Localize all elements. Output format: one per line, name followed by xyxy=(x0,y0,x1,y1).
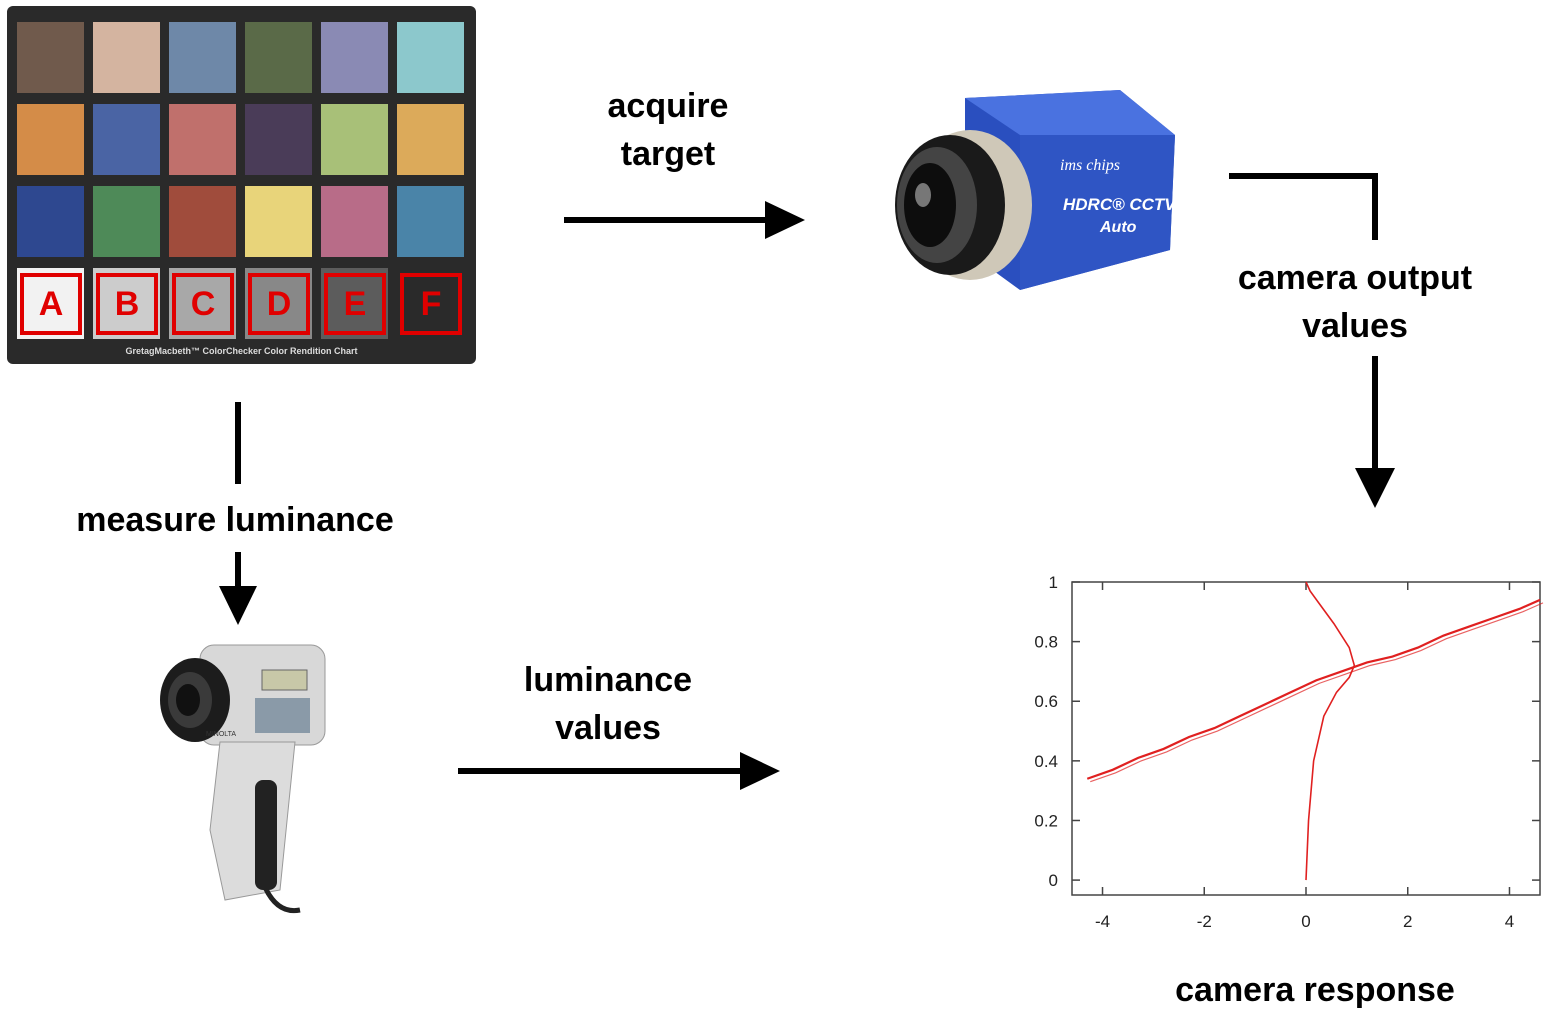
camera-response-label: camera response xyxy=(1175,971,1455,1009)
camera-mode-text: Auto xyxy=(1099,219,1137,236)
gray-patch: F xyxy=(397,268,464,339)
patch-letter-box: A xyxy=(20,273,82,335)
color-patch xyxy=(397,104,464,175)
camera-model-text: HDRC® CCTV xyxy=(1063,195,1177,214)
color-patch xyxy=(169,186,236,257)
y-tick-label: 0.2 xyxy=(1034,811,1058,830)
acquire-target-label: acquire target xyxy=(607,87,729,173)
color-patch xyxy=(17,104,84,175)
y-tick-label: 0.6 xyxy=(1034,692,1058,711)
patch-letter: D xyxy=(266,285,292,323)
y-tick-label: 0.4 xyxy=(1034,752,1058,771)
color-patch xyxy=(169,104,236,175)
y-tick-label: 0 xyxy=(1049,871,1058,890)
plot-lines xyxy=(1086,581,1544,881)
patch-letter-box: F xyxy=(400,273,462,335)
plot-axes: -4 -2 0 2 4 0 0.2 0.4 0.6 0.8 1 xyxy=(1034,573,1541,931)
color-patch xyxy=(17,186,84,257)
color-patch xyxy=(245,22,312,93)
series-line xyxy=(1086,598,1541,780)
y-tick-label: 1 xyxy=(1049,573,1058,592)
series-line-band xyxy=(1090,602,1544,783)
patch-letter: E xyxy=(343,285,367,323)
patch-letter: C xyxy=(190,285,216,323)
gray-patch: C xyxy=(169,268,236,339)
x-tick-label: 0 xyxy=(1301,912,1310,931)
color-patch xyxy=(169,22,236,93)
meter-brand-text: MINOLTA xyxy=(206,731,236,738)
camera-output-arrow xyxy=(1229,173,1395,508)
color-checker-chart: A B C D E F GretagMacbeth™ ColorChecker Color… xyxy=(7,6,476,364)
industrial-camera-image: ims chips HDRC® CCTV Auto xyxy=(895,90,1177,290)
luminance-meter-image: MINOLTA xyxy=(160,644,326,914)
patch-letter-box: E xyxy=(324,273,386,335)
patch-letter-box: C xyxy=(172,273,234,335)
color-patch xyxy=(397,22,464,93)
gray-patch: B xyxy=(93,268,160,339)
patch-letter-box: B xyxy=(96,273,158,335)
luminance-arrow xyxy=(458,752,780,790)
y-tick-label: 0.8 xyxy=(1034,633,1058,652)
gray-patch: D xyxy=(245,268,312,339)
luminance-values-label: luminance values xyxy=(523,661,693,747)
measure-arrow xyxy=(219,402,257,625)
x-tick-label: 2 xyxy=(1403,912,1412,931)
x-tick-label: 4 xyxy=(1505,912,1514,931)
camera-response-plot: -4 -2 0 2 4 0 0.2 0.4 0.6 0.8 1 xyxy=(1034,573,1544,931)
color-patch xyxy=(321,22,388,93)
color-patch xyxy=(245,104,312,175)
measure-luminance-label: measure luminance xyxy=(76,501,394,539)
patch-letter: B xyxy=(114,285,140,323)
x-tick-label: -4 xyxy=(1095,912,1110,931)
color-patch xyxy=(93,104,160,175)
patch-letter-box: D xyxy=(248,273,310,335)
patch-letter: A xyxy=(38,285,64,323)
color-patch xyxy=(245,186,312,257)
gray-patch: E xyxy=(321,268,388,339)
x-tick-label: -2 xyxy=(1197,912,1212,931)
color-patch xyxy=(321,186,388,257)
series-line xyxy=(1305,581,1356,881)
camera-output-values-label: camera output values xyxy=(1237,259,1473,345)
patch-letter: F xyxy=(420,285,442,323)
color-patch xyxy=(397,186,464,257)
color-patch xyxy=(17,22,84,93)
camera-brand-text: ims chips xyxy=(1060,157,1120,174)
color-patch xyxy=(93,186,160,257)
acquire-arrow xyxy=(564,201,805,239)
gray-patch: A xyxy=(17,268,84,339)
color-checker-caption: GretagMacbeth™ ColorChecker Color Rendit… xyxy=(125,346,358,356)
color-patch xyxy=(321,104,388,175)
color-patch xyxy=(93,22,160,93)
plot-frame xyxy=(1071,581,1541,896)
